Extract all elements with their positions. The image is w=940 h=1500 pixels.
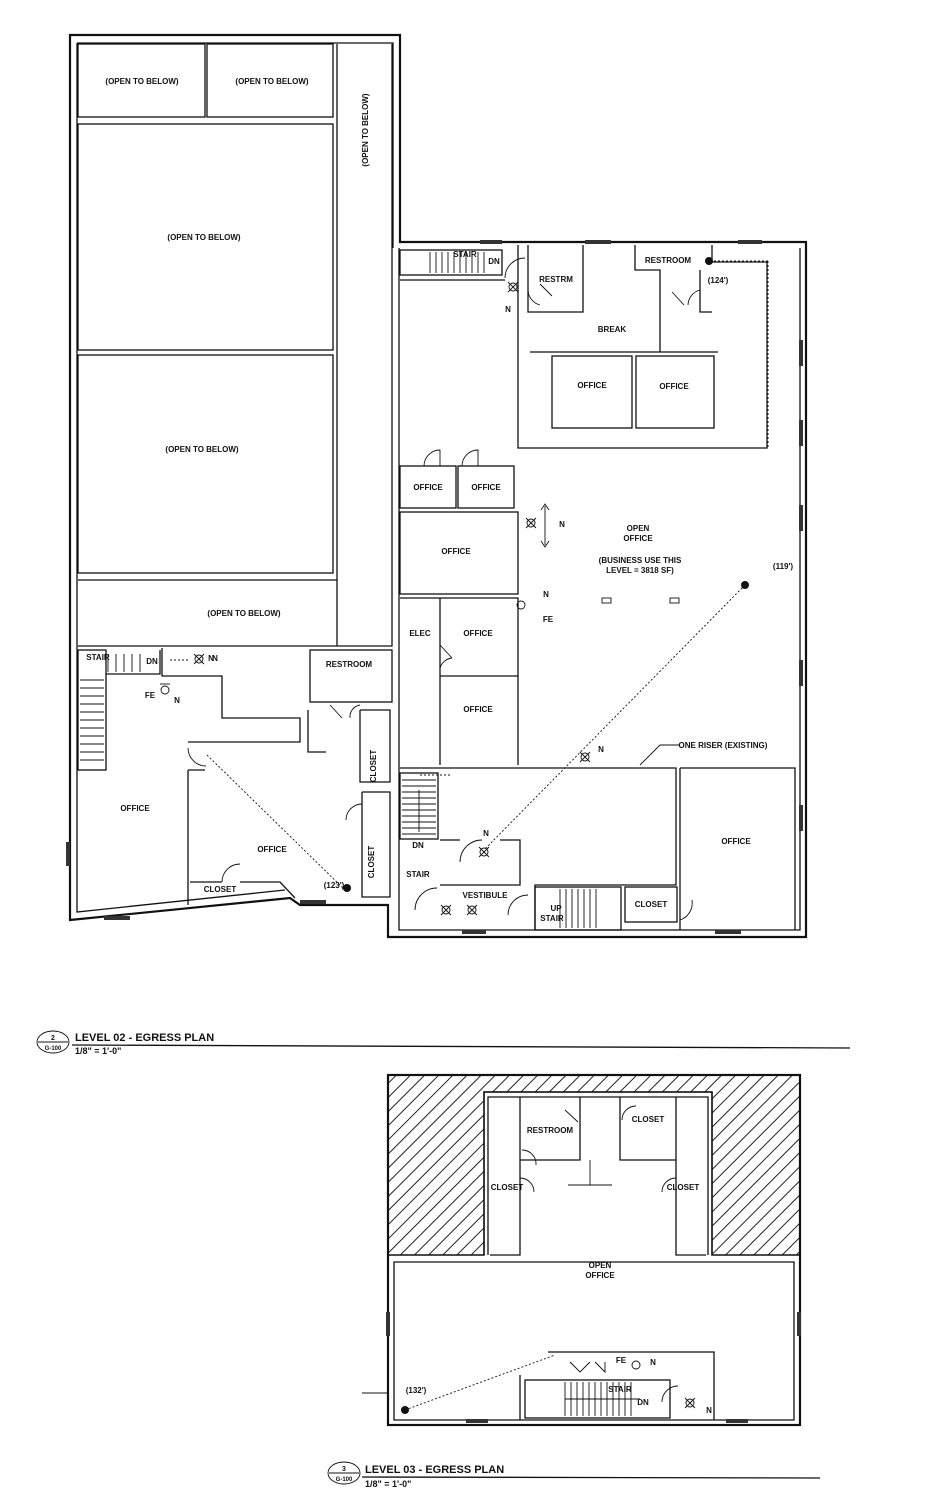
detail-number: 2 [51,1035,55,1042]
sheet-number: G-100 [45,1046,62,1052]
room-label: RESTROOM [326,660,373,669]
fe-label: FE [543,615,554,624]
stair-label: STAIR [540,914,564,923]
fe-label: FE [616,1356,627,1365]
up-label: UP [550,904,562,913]
exit-sign-icon [684,1397,696,1409]
room-label: CLOSET [367,846,376,879]
room-label: CLOSET [491,1183,524,1192]
room-label: OPEN [589,1261,612,1270]
room-label: BREAK [598,325,627,334]
building-outline [68,33,808,939]
room-label: (OPEN TO BELOW) [165,445,239,454]
detail-number: 3 [342,1466,346,1473]
room-label: (OPEN TO BELOW) [167,233,241,242]
exit-sign-icon [193,281,591,916]
dn-label: DN [412,841,424,850]
room-label: OFFICE [585,1271,615,1280]
dn-label: DN [637,1398,649,1407]
stair-label: STAIR [406,870,430,879]
plan-scale: 1/8" = 1'-0" [365,1479,411,1489]
room-label: OPEN [627,524,650,533]
note-label: LEVEL = 3818 SF) [606,566,674,575]
room-label: OFFICE [659,382,689,391]
room-label: OFFICE [463,705,493,714]
room-label: (OPEN TO BELOW) [207,609,281,618]
north-label: N [650,1358,656,1367]
north-label: N [559,520,565,529]
dn-label: DN [488,257,500,266]
level-03-title-block: 3 G-100 LEVEL 03 - EGRESS PLAN 1/8" = 1'… [327,1461,821,1489]
north-label: N [505,305,511,314]
north-label: N [543,590,549,599]
distance-label: (123') [324,881,345,890]
level-03-plan: RESTROOM CLOSET CLOSET CLOSET OPEN OFFIC… [362,1073,802,1427]
room-label: RESTROOM [527,1126,574,1135]
room-label: RESTRM [539,275,573,284]
room-label: (OPEN TO BELOW) [105,77,179,86]
room-label: OFFICE [120,804,150,813]
note-label: ONE RISER (EXISTING) [679,741,768,750]
room-label: OFFICE [257,845,287,854]
level-02-title-block: 2 G-100 LEVEL 02 - EGRESS PLAN 1/8" = 1'… [36,1030,851,1056]
room-label: OFFICE [413,483,443,492]
room-label: CLOSET [667,1183,700,1192]
hatched-area [387,1074,801,1256]
north-label: N [208,654,214,663]
north-label: N [483,829,489,838]
stair-label: STAIR [608,1385,632,1394]
room-label: ELEC [409,629,431,638]
distance-label: (119') [773,562,793,571]
open-to-below-area [206,43,334,118]
room-label: CLOSET [369,750,378,783]
window-marks [386,1312,801,1423]
room-label: OFFICE [623,534,653,543]
plan-title: LEVEL 03 - EGRESS PLAN [365,1464,504,1476]
north-label: N [598,745,604,754]
room-label: (OPEN TO BELOW) [361,93,370,167]
room-label: (OPEN TO BELOW) [235,77,309,86]
stair-label: STAIR [453,250,477,259]
north-label: N [212,654,218,663]
distance-label: (124') [708,276,729,285]
room-label: RESTROOM [645,256,692,265]
fe-label: FE [145,691,156,700]
room-label: OFFICE [721,837,751,846]
dn-label: DN [146,657,158,666]
room-label: CLOSET [632,1115,665,1124]
note-label: (BUSINESS USE THIS [599,556,682,565]
distance-label: (132') [406,1386,427,1395]
room-label: OFFICE [463,629,493,638]
north-label: N [706,1406,712,1415]
level-02-plan: (OPEN TO BELOW) (OPEN TO BELOW) (OPEN TO… [66,33,808,939]
open-to-below-area [77,43,206,118]
room-label: CLOSET [635,900,668,909]
room-label: OFFICE [577,381,607,390]
north-label: N [174,696,180,705]
room-label: OFFICE [471,483,501,492]
room-label: OFFICE [441,547,471,556]
open-to-below-area [77,123,334,351]
plan-scale: 1/8" = 1'-0" [75,1046,121,1056]
sheet-number: G-100 [336,1477,353,1483]
open-to-below-area [77,354,334,574]
room-label: CLOSET [204,885,237,894]
room-label: VESTIBULE [463,891,509,900]
stair-label: STAIR [86,653,110,662]
window-marks [66,240,803,934]
plan-title: LEVEL 02 - EGRESS PLAN [75,1032,214,1044]
